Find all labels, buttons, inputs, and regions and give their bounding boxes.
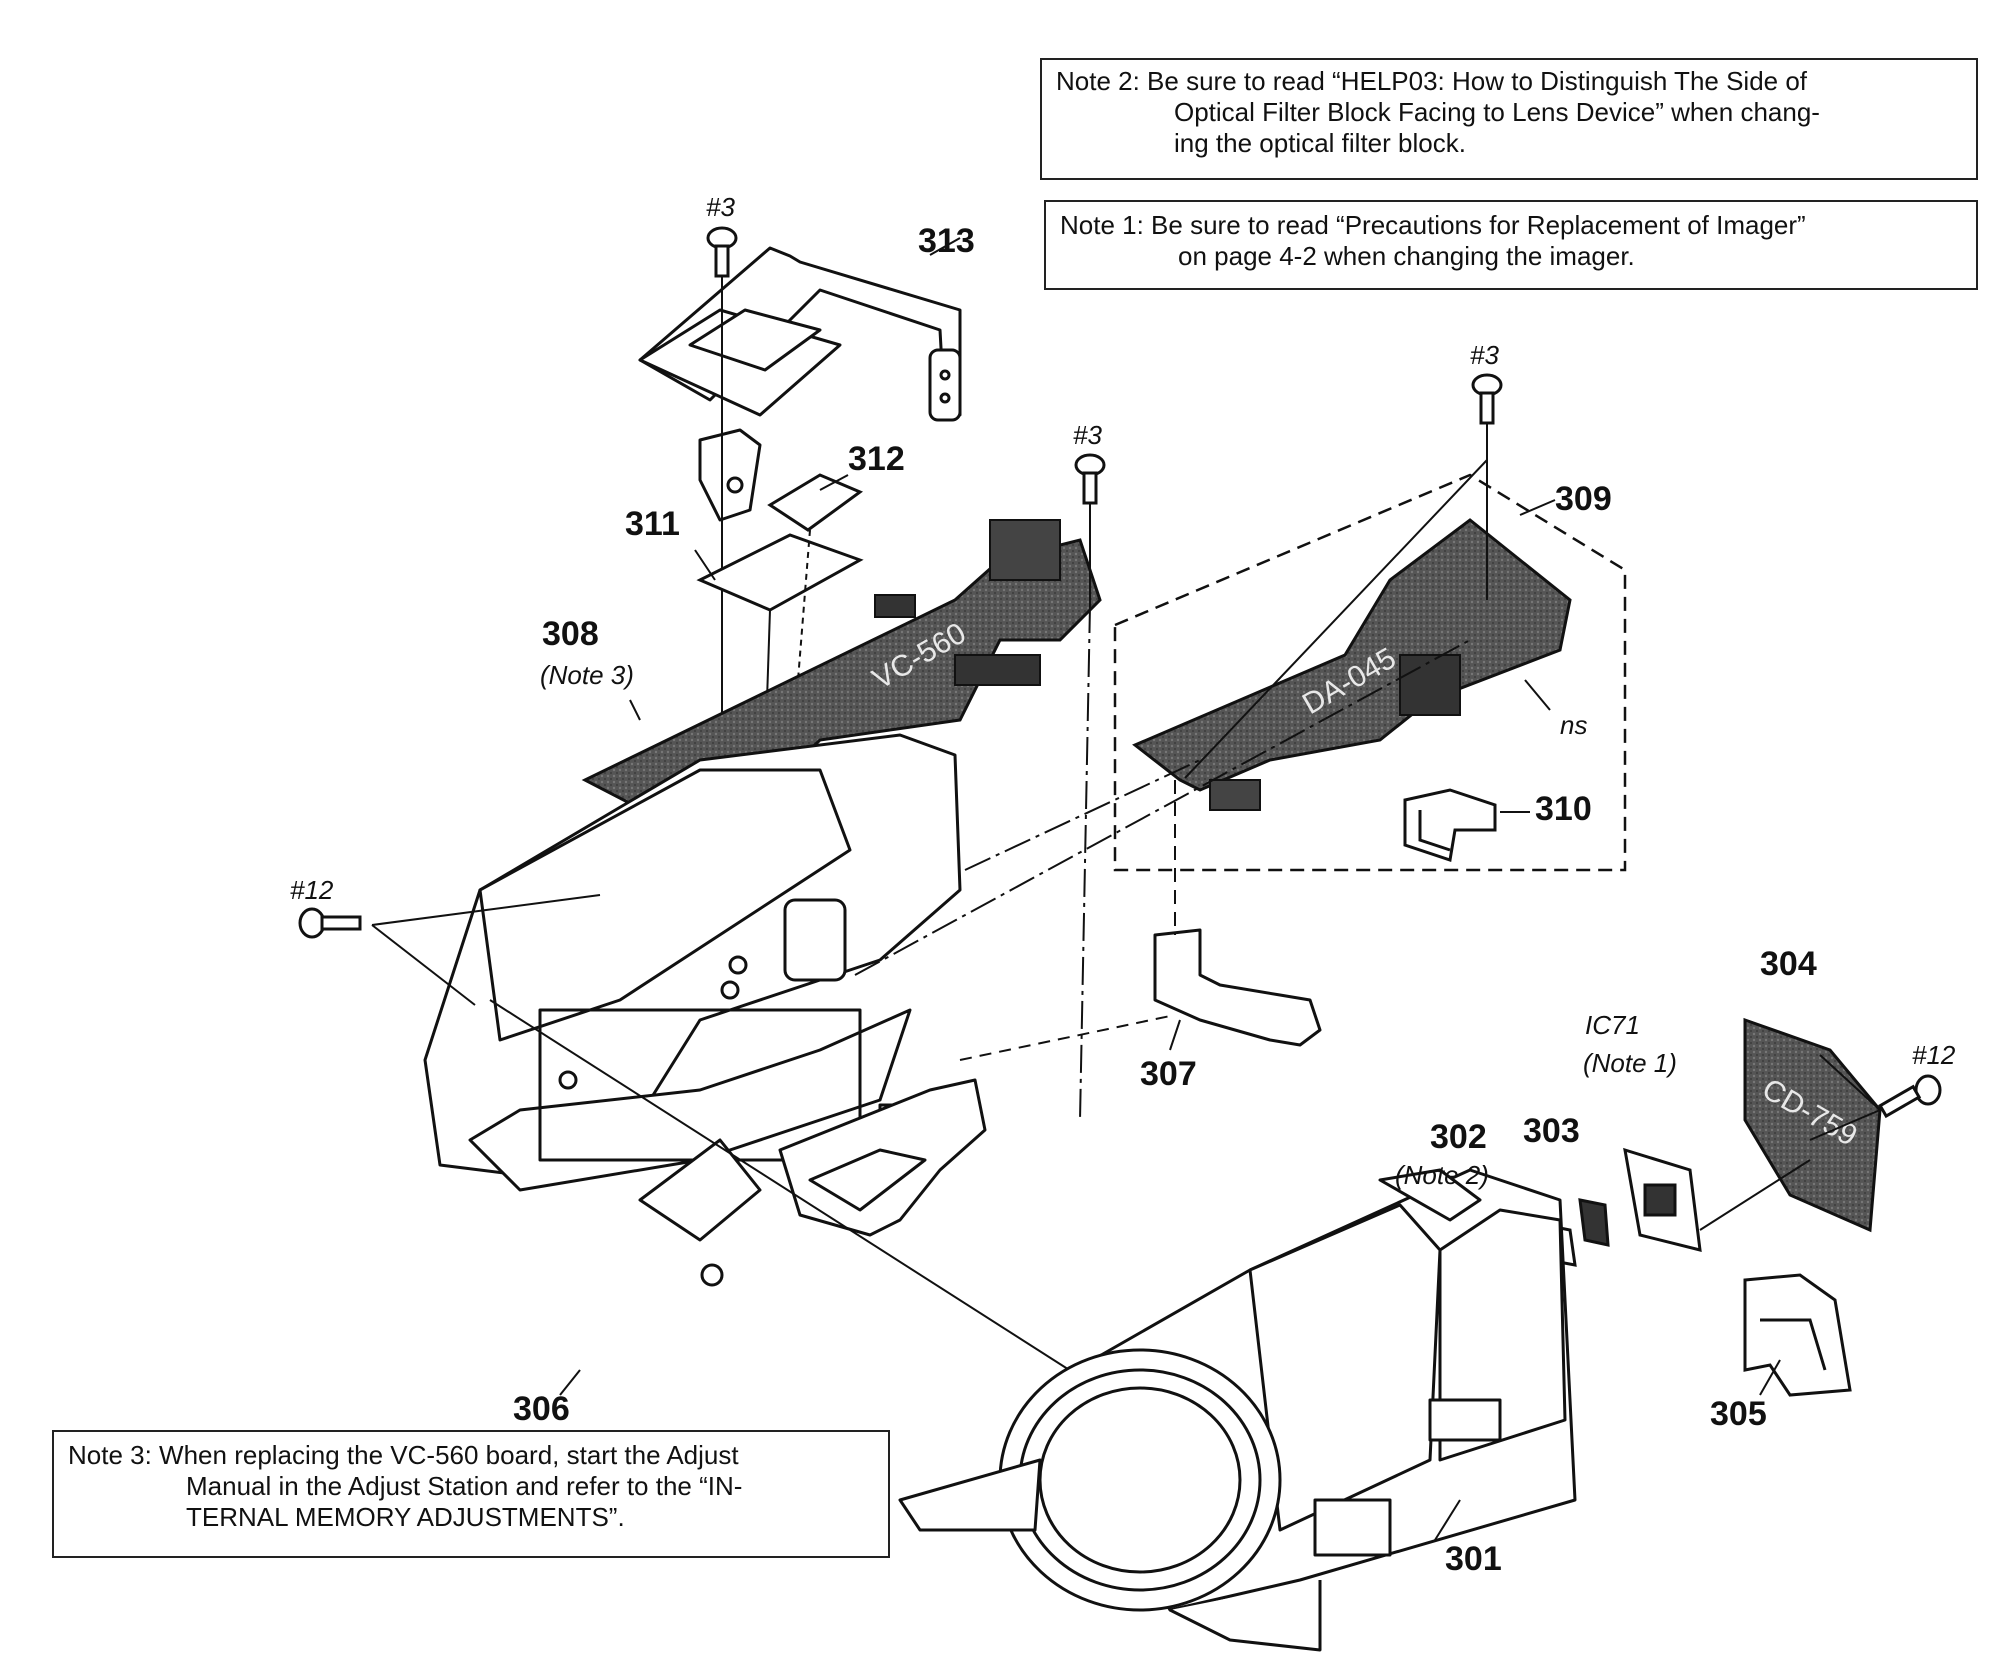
- flex-cable-307: [1153, 928, 1322, 1047]
- note-2-box: Note 2: Be sure to read “HELP03: How to …: [1040, 58, 1978, 180]
- screw-3-middle: [1074, 453, 1106, 505]
- callout-301: 301: [1445, 1540, 1502, 1578]
- board-da045: DA-045: [1132, 518, 1572, 811]
- screw-label-3-middle: #3: [1073, 420, 1102, 450]
- callout-311: 311: [625, 505, 680, 543]
- screw-3-left: [706, 226, 738, 278]
- callout-313: 313: [918, 222, 975, 260]
- note-2-line-1: Note 2: Be sure to read “HELP03: How to …: [1056, 66, 1808, 96]
- pad-312: [767, 473, 864, 532]
- screw-12-left: [298, 907, 362, 939]
- label-ic71-note: (Note 1): [1583, 1048, 1677, 1078]
- note-1-box: Note 1: Be sure to read “Precautions for…: [1044, 200, 1978, 290]
- label-ic71: IC71: [1585, 1010, 1640, 1040]
- screw-label-3-left: #3: [706, 192, 735, 222]
- screw-label-12-left: #12: [290, 875, 334, 905]
- callout-303: 303: [1523, 1112, 1580, 1150]
- callout-309: 309: [1555, 480, 1612, 518]
- note-1-line-1: Note 1: Be sure to read “Precautions for…: [1060, 210, 1806, 240]
- shield-310: [1403, 788, 1497, 862]
- lens-block-301: [898, 1168, 1577, 1652]
- note-1-line-2: on page 4-2 when changing the imager.: [1178, 241, 1635, 271]
- shield-305: [1743, 1273, 1852, 1397]
- callout-312: 312: [848, 440, 905, 478]
- plate-lower: [778, 1078, 987, 1237]
- note-3-line-2: Manual in the Adjust Station and refer t…: [186, 1471, 743, 1501]
- screw-label-3-right: #3: [1470, 340, 1499, 370]
- screw-label-12-right: #12: [1912, 1040, 1956, 1070]
- board-cd759: CD-759: [1743, 1017, 1882, 1233]
- filter-303: [1578, 1198, 1610, 1247]
- note-3-line-3: TERNAL MEMORY ADJUSTMENTS”.: [186, 1502, 625, 1532]
- assembly-frame-309: [1113, 473, 1627, 872]
- callout-305: 305: [1710, 1395, 1767, 1433]
- note-3-line-1: Note 3: When replacing the VC-560 board,…: [68, 1440, 739, 1470]
- callout-307: 307: [1140, 1055, 1197, 1093]
- callout-308: 308: [542, 615, 599, 653]
- callout-302-note: (Note 2): [1395, 1160, 1489, 1190]
- note-2-line-3: ing the optical filter block.: [1174, 128, 1466, 158]
- note-2-line-2: Optical Filter Block Facing to Lens Devi…: [1174, 97, 1820, 127]
- callout-308-note: (Note 3): [540, 660, 634, 690]
- callout-310: 310: [1535, 790, 1592, 828]
- label-ns: ns: [1560, 710, 1588, 740]
- callout-306: 306: [513, 1390, 570, 1428]
- bracket-313: [638, 246, 962, 522]
- imager-ic71: [1623, 1147, 1702, 1252]
- callout-302: 302: [1430, 1118, 1487, 1156]
- screw-12-right: [1878, 1074, 1942, 1119]
- note-3-box: Note 3: When replacing the VC-560 board,…: [52, 1430, 890, 1558]
- chassis-306: [423, 733, 962, 1287]
- sheet-311: [696, 533, 864, 612]
- callout-304: 304: [1760, 945, 1817, 983]
- screw-3-right: [1471, 373, 1503, 425]
